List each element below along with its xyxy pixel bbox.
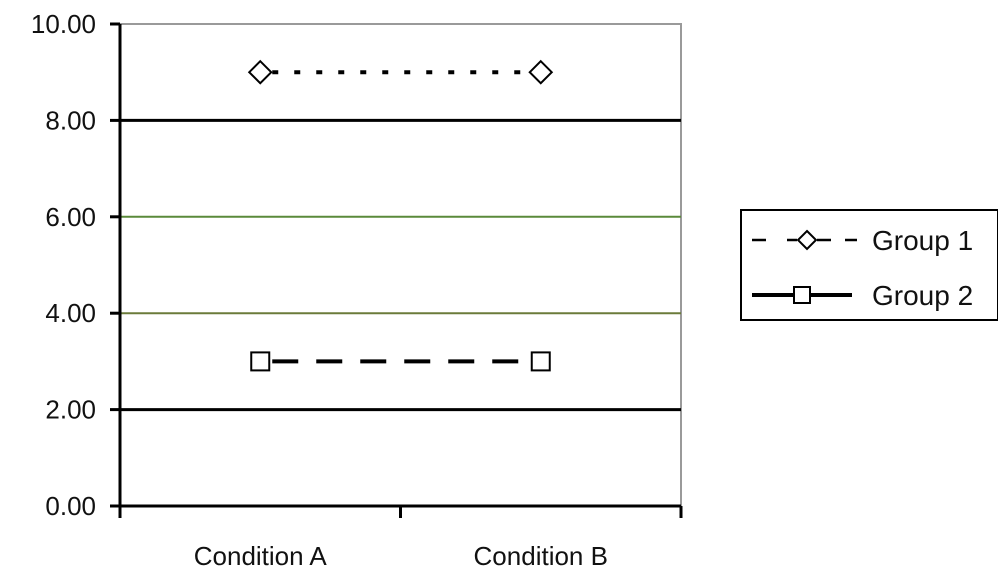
diamond-marker <box>528 59 554 85</box>
legend-label: Group 1 <box>872 225 973 256</box>
y-axis-ticks: 0.00 2.00 4.00 6.00 8.00 10.00 <box>31 9 120 521</box>
diamond-marker <box>247 59 273 85</box>
y-tick-label: 10.00 <box>31 9 96 39</box>
y-tick-label: 8.00 <box>45 105 96 135</box>
legend-box <box>740 209 998 321</box>
square-marker <box>793 286 811 304</box>
square-marker <box>250 351 271 372</box>
diamond-marker <box>796 229 818 251</box>
plot-area <box>119 23 682 507</box>
y-tick-label: 4.00 <box>45 298 96 328</box>
x-axis-ticks: Condition A Condition B <box>118 506 683 571</box>
y-tick-label: 0.00 <box>45 491 96 521</box>
series-layer <box>247 59 554 372</box>
y-tick-label: 6.00 <box>45 202 96 232</box>
square-marker <box>530 351 551 372</box>
x-tick-label: Condition A <box>194 541 328 571</box>
y-tick-label: 2.00 <box>45 395 96 425</box>
legend-label: Group 2 <box>872 280 973 311</box>
x-tick-label: Condition B <box>474 541 608 571</box>
legend: Group 1 Group 2 <box>740 209 998 321</box>
